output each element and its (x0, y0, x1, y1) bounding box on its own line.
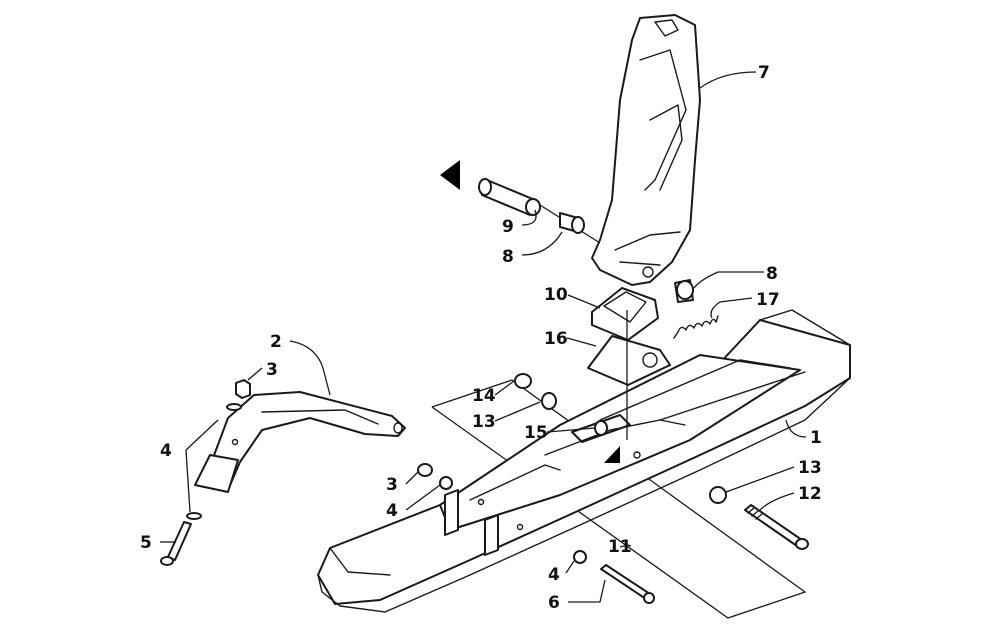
spring (673, 315, 719, 339)
callout-12: 12 (798, 484, 822, 504)
callout-6: 6 (548, 593, 560, 613)
callout-17: 17 (756, 290, 780, 310)
nut-14 (514, 373, 532, 389)
arrow-up-icon (604, 446, 620, 463)
callout-8-left: 8 (502, 247, 514, 267)
washer-upper (226, 403, 242, 411)
callout-8-right: 8 (766, 264, 778, 284)
washer-13-upper (541, 392, 557, 410)
pad (591, 287, 659, 341)
washer-mid (439, 476, 453, 490)
spindle (591, 14, 701, 286)
bolt-12 (744, 504, 809, 550)
callout-13-upper: 13 (472, 412, 496, 432)
callout-15: 15 (524, 423, 548, 443)
callout-4-bottom: 4 (548, 565, 560, 585)
callout-3-upper: 3 (266, 360, 278, 380)
direction-arrows (440, 160, 620, 463)
callout-1: 1 (810, 428, 822, 448)
washer-bottom (573, 550, 587, 564)
bushing-right (674, 279, 694, 303)
callout-4-mid: 4 (386, 501, 398, 521)
callout-7: 7 (758, 63, 770, 83)
pin (478, 178, 541, 216)
callout-labels: 7 9 8 8 10 17 16 2 3 14 13 15 1 4 13 3 1… (140, 63, 822, 613)
callout-11: 11 (608, 537, 632, 557)
callout-10: 10 (544, 285, 568, 305)
callout-14: 14 (472, 386, 496, 406)
callout-16: 16 (544, 329, 568, 349)
bolt-6 (600, 564, 655, 604)
bushing-left (559, 212, 585, 234)
loop-bracket (194, 391, 406, 493)
washer-lower (186, 512, 202, 520)
callout-5: 5 (140, 533, 152, 553)
callout-4-left: 4 (160, 441, 172, 461)
callout-2: 2 (270, 332, 282, 352)
callout-3-lower: 3 (386, 475, 398, 495)
nut-lower (417, 463, 433, 477)
bracket (587, 335, 671, 386)
nut-upper (235, 379, 251, 399)
washer-15 (594, 420, 608, 436)
arrow-left-icon (440, 160, 460, 190)
washer-13-lower (709, 486, 727, 504)
leader-lines (160, 71, 807, 603)
callout-13-lower: 13 (798, 458, 822, 478)
callout-9: 9 (502, 217, 514, 237)
bolt-5 (160, 521, 192, 566)
